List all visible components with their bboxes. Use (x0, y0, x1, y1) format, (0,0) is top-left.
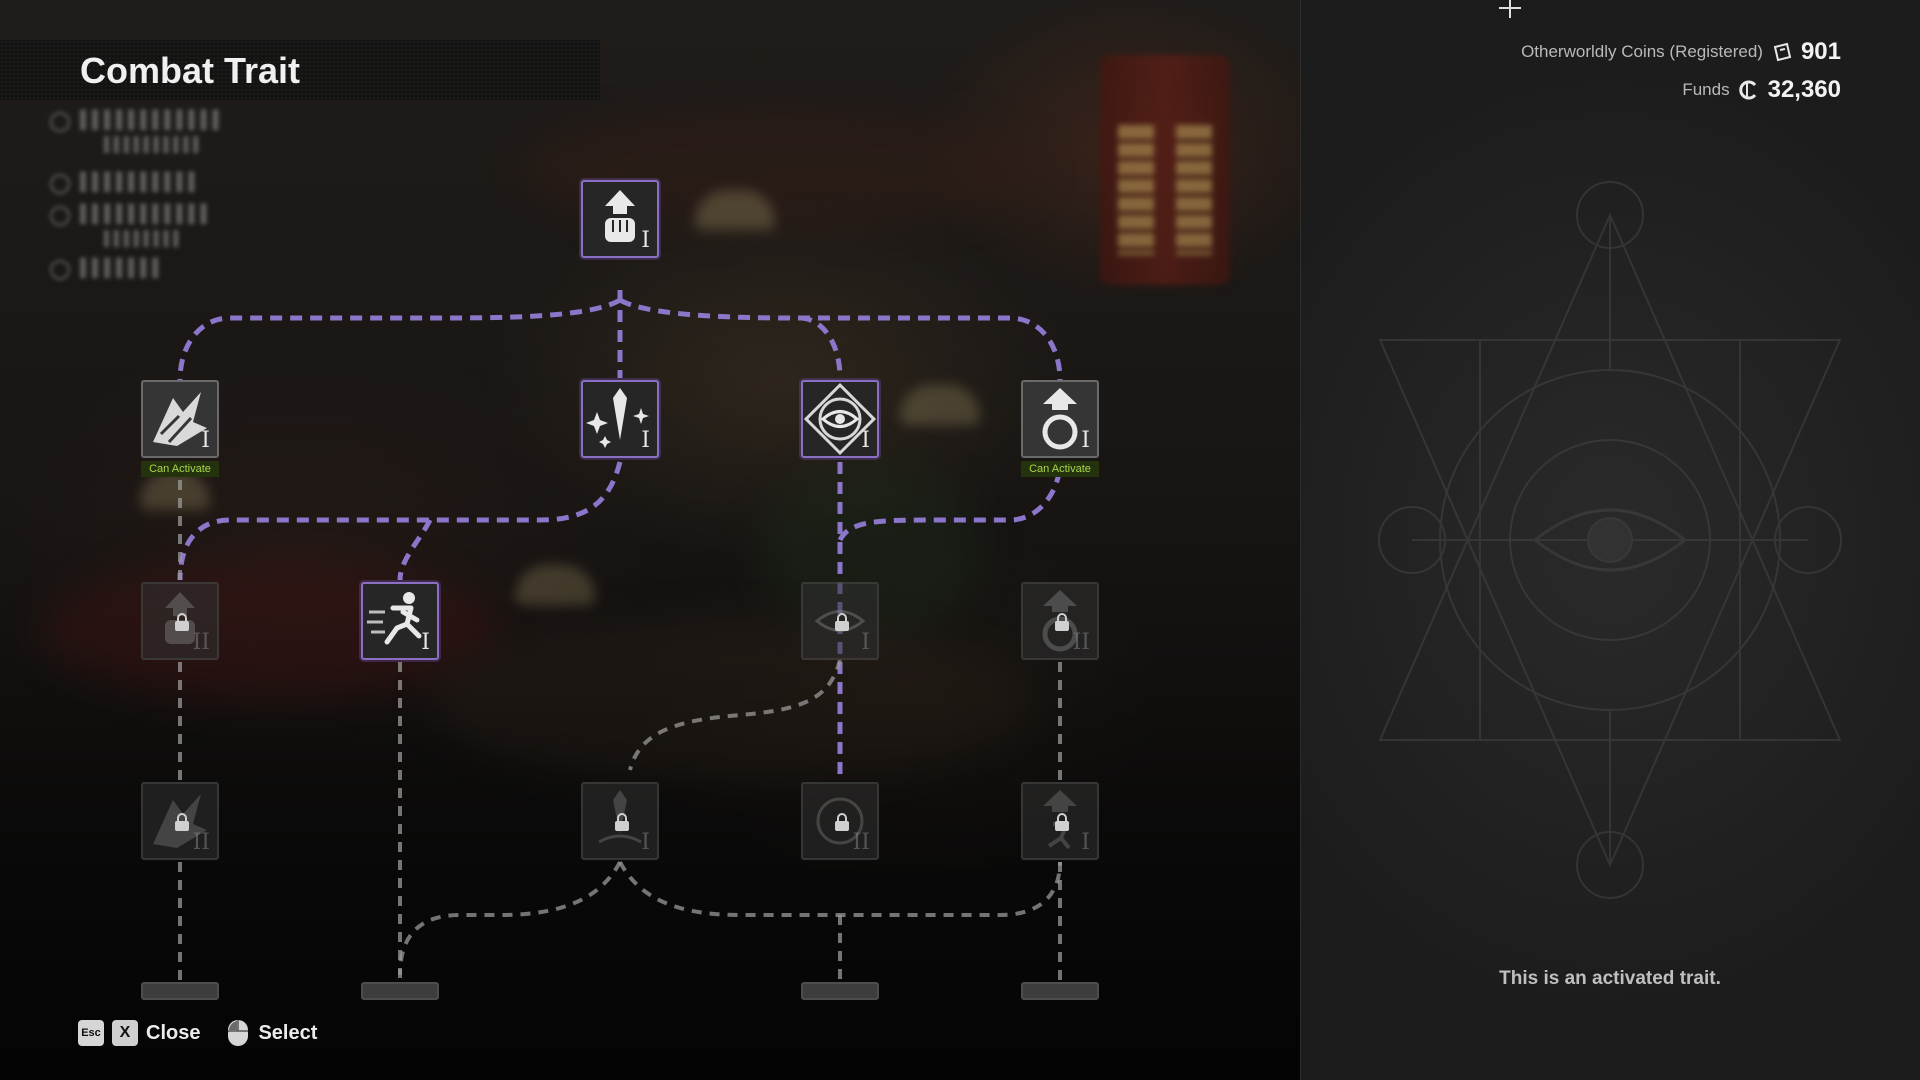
trait-node-stub[interactable] (141, 982, 219, 1000)
title-bar (0, 40, 600, 100)
rush-icon (153, 392, 207, 446)
lock-icon (175, 813, 189, 831)
trait-node-stub[interactable] (361, 982, 439, 1000)
trait-node-eye-ii[interactable]: I (801, 582, 879, 660)
fist-up-icon (605, 190, 635, 242)
tier-numeral: I (641, 830, 650, 855)
tier-numeral: II (192, 630, 210, 655)
tier-numeral: I (421, 630, 430, 655)
trait-node-runner-i[interactable]: I (1021, 782, 1099, 860)
occult-sigil-illustration (1378, 181, 1842, 899)
trait-node-eye-i[interactable]: I (801, 380, 879, 458)
lock-icon (835, 813, 849, 831)
funds-value: 32,360 (1767, 76, 1841, 103)
lock-icon (1055, 613, 1069, 631)
trait-node-fist-i[interactable]: I (581, 180, 659, 258)
trait-node-ring-ii[interactable]: II (1021, 582, 1099, 660)
funds-label: Funds (1682, 80, 1730, 99)
x-key[interactable]: X (112, 1020, 138, 1046)
blade-sparkle-icon (586, 388, 649, 448)
close-button[interactable]: Close (146, 1021, 201, 1044)
coins-value: 901 (1800, 38, 1841, 65)
page-title: Combat Trait (80, 50, 301, 91)
funds: Funds 32,360 (1682, 76, 1841, 104)
otherworldly-coins: Otherworldly Coins (Registered) 901 (1521, 38, 1841, 66)
select-button[interactable]: Select (258, 1021, 318, 1044)
trait-tree-paths: .pa { fill:none; stroke:#8b76c9; stroke-… (177, 290, 1063, 980)
tier-numeral: I (861, 630, 870, 655)
tier-numeral: II (852, 830, 870, 855)
lock-icon (175, 613, 189, 631)
trait-node-eye-iii[interactable]: II (801, 782, 879, 860)
trait-node-stub[interactable] (801, 982, 879, 1000)
trait-node-ring-i[interactable]: I (1021, 380, 1099, 458)
tier-numeral: I (201, 428, 210, 453)
trait-description: This is an activated trait. (1499, 968, 1721, 989)
faded-quest-list: ▌▌▌▌▌▌▌▌▌▌▌▌▌▌▌▌▌▌▌▌▌▌ ▌▌▌▌▌▌▌▌▌▌ ▌▌▌▌▌▌… (50, 110, 334, 290)
eye-seal-icon (816, 797, 864, 845)
lock-icon (835, 613, 849, 631)
blade-icon (598, 790, 642, 844)
trait-node-sprint-i[interactable]: I (361, 582, 439, 660)
tier-numeral: II (192, 830, 210, 855)
tier-numeral: II (1072, 630, 1090, 655)
tier-numeral: I (861, 428, 870, 453)
cross-ornament-icon (1499, 0, 1521, 18)
tier-numeral: I (641, 228, 650, 253)
eye-seal-icon (803, 382, 877, 456)
lock-icon (1055, 813, 1069, 831)
trait-node-rush-i[interactable]: I (141, 380, 219, 458)
trait-node-blade-ii[interactable]: I (581, 782, 659, 860)
lock-icon (615, 813, 629, 831)
ring-up-icon (1042, 590, 1078, 652)
trait-node-blade-i[interactable]: I (581, 380, 659, 458)
can-activate-badge: Can Activate (1021, 461, 1099, 477)
trait-node-rush-ii[interactable]: II (141, 782, 219, 860)
can-activate-badge: Can Activate (141, 461, 219, 477)
tier-numeral: I (641, 428, 650, 453)
esc-key[interactable]: Esc (78, 1020, 104, 1046)
control-hints: Esc X Close Select (78, 1018, 331, 1048)
coins-label: Otherworldly Coins (Registered) (1521, 42, 1763, 61)
tier-numeral: I (1081, 428, 1090, 453)
sprint-icon (367, 592, 422, 645)
ring-up-icon (1042, 388, 1078, 450)
trait-node-stub[interactable] (1021, 982, 1099, 1000)
trait-node-fist-ii[interactable]: II (141, 582, 219, 660)
funds-icon (1738, 80, 1756, 100)
mouse-icon (228, 1020, 249, 1046)
tier-numeral: I (1081, 830, 1090, 855)
coin-icon (1773, 42, 1792, 62)
eye-seal-icon (814, 610, 866, 632)
